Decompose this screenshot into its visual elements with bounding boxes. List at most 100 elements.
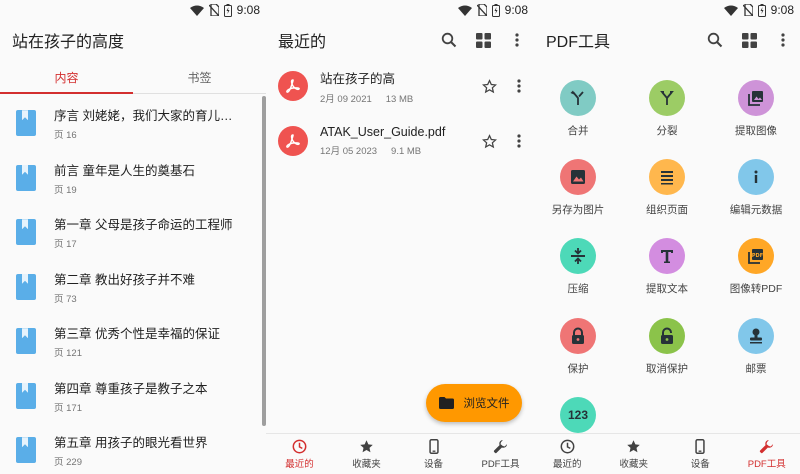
tool-extract-text[interactable]: 提取文本 bbox=[627, 238, 707, 296]
toc-item[interactable]: 第四章 尊重孩子是教子之本页 171 bbox=[0, 369, 262, 424]
page-number-text: 123 bbox=[567, 408, 589, 422]
nav-recent-label: 最近的 bbox=[552, 458, 582, 470]
tool-save-as-image[interactable]: 另存为图片 bbox=[538, 159, 618, 217]
toc-item-title: 第三章 优秀个性是幸福的保证 bbox=[54, 327, 220, 342]
no-sim-icon bbox=[742, 4, 753, 16]
tool-edit-metadata[interactable]: 编辑元数据 bbox=[716, 159, 796, 217]
tab-contents[interactable]: 内容 bbox=[0, 62, 133, 94]
tab-bookmarks[interactable]: 书签 bbox=[187, 71, 212, 85]
tool-image-to-pdf[interactable]: PDF 图像转PDF bbox=[716, 238, 796, 296]
nav-favorites[interactable]: 收藏夹 bbox=[333, 434, 400, 474]
file-more-button[interactable] bbox=[504, 126, 534, 156]
toc-item[interactable]: 第五章 用孩子的眼光看世界页 229 bbox=[0, 423, 262, 474]
book-icon bbox=[16, 382, 36, 409]
tool-organize-pages[interactable]: 组织页面 bbox=[627, 159, 707, 217]
no-sim-icon bbox=[476, 4, 487, 16]
tool-label: 保护 bbox=[567, 363, 589, 375]
toc-item-page: 页 17 bbox=[54, 239, 77, 251]
tool-extract-images[interactable]: 提取图像 bbox=[716, 80, 796, 138]
tool-label: 邮票 bbox=[745, 363, 767, 375]
search-button[interactable] bbox=[432, 23, 466, 57]
status-time: 9:08 bbox=[770, 3, 794, 17]
tool-protect[interactable]: 保护 bbox=[538, 318, 618, 376]
lock-icon bbox=[560, 318, 596, 354]
toc-item-page: 页 171 bbox=[54, 402, 82, 414]
toc-tabs: 内容 书签 bbox=[0, 62, 266, 94]
favorite-button[interactable] bbox=[474, 71, 504, 101]
browse-files-label: 浏览文件 bbox=[463, 398, 510, 410]
more-button[interactable] bbox=[500, 23, 534, 57]
tool-label: 图像转PDF bbox=[729, 283, 783, 295]
nav-device-label: 设备 bbox=[423, 458, 443, 470]
nav-recent[interactable]: 最近的 bbox=[534, 434, 601, 474]
tool-merge[interactable]: 合并 bbox=[538, 80, 618, 138]
wifi-icon bbox=[723, 5, 738, 16]
book-icon bbox=[16, 437, 36, 464]
file-more-button[interactable] bbox=[504, 71, 534, 101]
favorite-button[interactable] bbox=[474, 126, 504, 156]
nav-device-label: 设备 bbox=[690, 458, 710, 470]
book-icon bbox=[16, 164, 36, 191]
toc-item[interactable]: 序言 刘姥姥，我们大家的育儿高参…页 16 bbox=[0, 96, 262, 151]
phone-icon bbox=[428, 438, 439, 454]
tool-stamp[interactable]: 邮票 bbox=[716, 318, 796, 376]
wifi-icon bbox=[457, 5, 472, 16]
nav-device[interactable]: 设备 bbox=[400, 434, 467, 474]
tool-compress[interactable]: 压缩 bbox=[538, 238, 618, 296]
tool-label: 压缩 bbox=[567, 283, 589, 295]
nav-device[interactable]: 设备 bbox=[667, 434, 734, 474]
nav-recent-label: 最近的 bbox=[285, 458, 314, 470]
grid-view-button[interactable] bbox=[732, 23, 766, 57]
toc-item-page: 页 121 bbox=[54, 348, 82, 360]
toc-scrollbar[interactable] bbox=[262, 96, 266, 426]
status-time: 9:08 bbox=[236, 3, 260, 17]
status-bar: 9:08 bbox=[266, 0, 534, 20]
toc-item-title: 第二章 教出好孩子并不难 bbox=[54, 272, 195, 287]
file-date: 12月 05 2023 bbox=[320, 146, 378, 157]
tool-unprotect[interactable]: 取消保护 bbox=[627, 318, 707, 376]
browse-files-button[interactable]: 浏览文件 bbox=[426, 384, 522, 422]
star-icon bbox=[627, 439, 640, 452]
nav-pdf-tools-label: PDF工具 bbox=[747, 458, 786, 470]
toc-item-title: 前言 童年是人生的奠基石 bbox=[54, 163, 195, 178]
search-button[interactable] bbox=[698, 23, 732, 57]
nav-favorites[interactable]: 收藏夹 bbox=[601, 434, 668, 474]
nav-recent[interactable]: 最近的 bbox=[266, 434, 333, 474]
toc-item[interactable]: 第三章 优秀个性是幸福的保证页 121 bbox=[0, 314, 262, 369]
wrench-icon bbox=[760, 439, 774, 453]
list-icon bbox=[649, 159, 685, 195]
clock-icon bbox=[560, 439, 575, 453]
battery-icon bbox=[757, 3, 766, 17]
text-icon bbox=[649, 238, 685, 274]
toc-item[interactable]: 第二章 教出好孩子并不难页 73 bbox=[0, 260, 262, 315]
bottom-nav: 最近的 收藏夹 设备 PDF工具 bbox=[266, 433, 534, 474]
toc-item[interactable]: 前言 童年是人生的奠基石页 19 bbox=[0, 151, 262, 206]
page-title: PDF工具 bbox=[546, 34, 611, 51]
nav-pdf-tools[interactable]: PDF工具 bbox=[734, 434, 800, 474]
stamp-icon bbox=[738, 318, 774, 354]
tool-split[interactable]: 分裂 bbox=[627, 80, 707, 138]
compress-icon bbox=[560, 238, 596, 274]
grid-view-button[interactable] bbox=[466, 23, 500, 57]
tool-label: 合并 bbox=[567, 125, 589, 137]
nav-pdf-tools[interactable]: PDF工具 bbox=[467, 434, 534, 474]
tool-label: 提取图像 bbox=[735, 125, 777, 137]
more-button[interactable] bbox=[766, 23, 800, 57]
status-time: 9:08 bbox=[504, 3, 528, 17]
phone-icon bbox=[695, 438, 705, 454]
book-title: 站在孩子的高度 bbox=[12, 34, 125, 51]
toc-item-page: 页 19 bbox=[54, 184, 77, 196]
book-icon bbox=[16, 219, 36, 246]
toc-item[interactable]: 第一章 父母是孩子命运的工程师页 17 bbox=[0, 205, 262, 260]
tool-page-numbers[interactable]: 123 bbox=[538, 397, 618, 433]
file-name: 站在孩子的高 bbox=[320, 71, 396, 86]
nav-favorites-label: 收藏夹 bbox=[352, 458, 381, 470]
nav-pdf-tools-label: PDF工具 bbox=[481, 458, 520, 470]
toc-item-title: 第五章 用孩子的眼光看世界 bbox=[54, 436, 208, 451]
tool-label: 分裂 bbox=[656, 125, 678, 137]
split-icon bbox=[649, 80, 685, 116]
status-bar: 9:08 bbox=[534, 0, 800, 20]
